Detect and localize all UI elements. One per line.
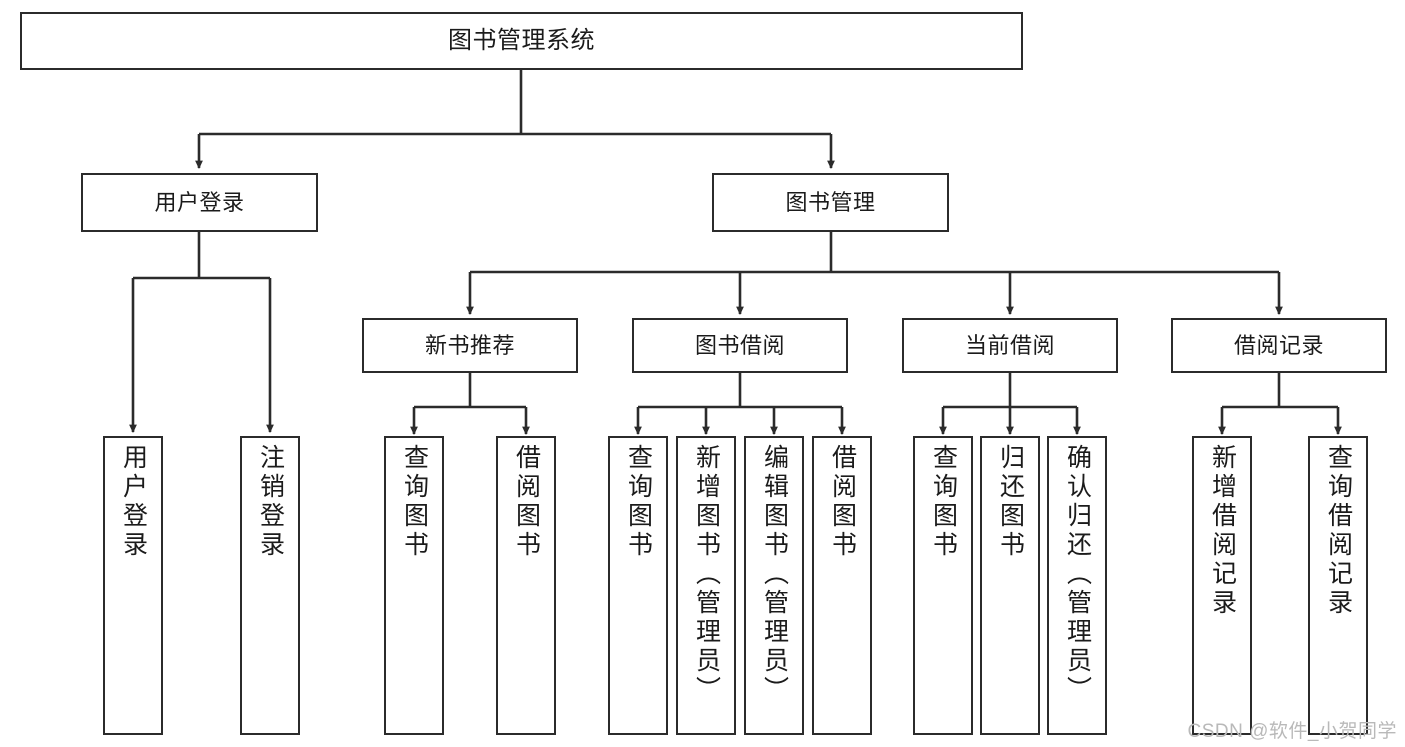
leaf-borrow-book-1-label: 借阅图书 (512, 444, 541, 560)
leaf-user-login[interactable]: 用户登录 (103, 436, 163, 735)
leaf-query-book-3[interactable]: 查询图书 (913, 436, 973, 735)
node-book-manage-label: 图书管理 (785, 189, 876, 215)
node-root-label: 图书管理系统 (448, 26, 595, 54)
leaf-borrow-book-2-label: 借阅图书 (828, 444, 857, 560)
leaf-query-book-2[interactable]: 查询图书 (608, 436, 668, 735)
leaf-add-record-label: 新增借阅记录 (1208, 444, 1237, 618)
leaf-return-book[interactable]: 归还图书 (980, 436, 1040, 735)
leaf-borrow-book-1[interactable]: 借阅图书 (496, 436, 556, 735)
leaf-user-login-label: 用户登录 (119, 444, 148, 560)
node-book-borrow[interactable]: 图书借阅 (632, 318, 848, 373)
watermark: CSDN @软件_小贺同学 (1187, 721, 1397, 742)
leaf-query-book-2-label: 查询图书 (624, 444, 653, 560)
leaf-query-book-1-label: 查询图书 (400, 444, 429, 560)
leaf-edit-book-label: 编辑图书（管理员） (760, 444, 789, 705)
leaf-edit-book[interactable]: 编辑图书（管理员） (744, 436, 804, 735)
node-new-book-rec[interactable]: 新书推荐 (362, 318, 578, 373)
node-new-book-rec-label: 新书推荐 (424, 332, 515, 358)
leaf-add-record[interactable]: 新增借阅记录 (1192, 436, 1252, 735)
node-root[interactable]: 图书管理系统 (20, 12, 1023, 70)
leaf-add-book[interactable]: 新增图书（管理员） (676, 436, 736, 735)
node-user-login[interactable]: 用户登录 (81, 173, 318, 232)
leaf-confirm-return-label: 确认归还（管理员） (1063, 444, 1092, 705)
node-book-borrow-label: 图书借阅 (694, 332, 785, 358)
node-user-login-label: 用户登录 (154, 189, 245, 215)
node-borrow-record[interactable]: 借阅记录 (1171, 318, 1387, 373)
leaf-confirm-return[interactable]: 确认归还（管理员） (1047, 436, 1107, 735)
leaf-borrow-book-2[interactable]: 借阅图书 (812, 436, 872, 735)
leaf-user-logout[interactable]: 注销登录 (240, 436, 300, 735)
leaf-user-logout-label: 注销登录 (256, 444, 285, 560)
node-current-borrow[interactable]: 当前借阅 (902, 318, 1118, 373)
leaf-query-record-label: 查询借阅记录 (1324, 444, 1353, 618)
leaf-add-book-label: 新增图书（管理员） (692, 444, 721, 705)
leaf-query-book-3-label: 查询图书 (929, 444, 958, 560)
leaf-return-book-label: 归还图书 (996, 444, 1025, 560)
leaf-query-book-1[interactable]: 查询图书 (384, 436, 444, 735)
node-borrow-record-label: 借阅记录 (1233, 332, 1324, 358)
leaf-query-record[interactable]: 查询借阅记录 (1308, 436, 1368, 735)
node-book-manage[interactable]: 图书管理 (712, 173, 949, 232)
node-current-borrow-label: 当前借阅 (964, 332, 1055, 358)
